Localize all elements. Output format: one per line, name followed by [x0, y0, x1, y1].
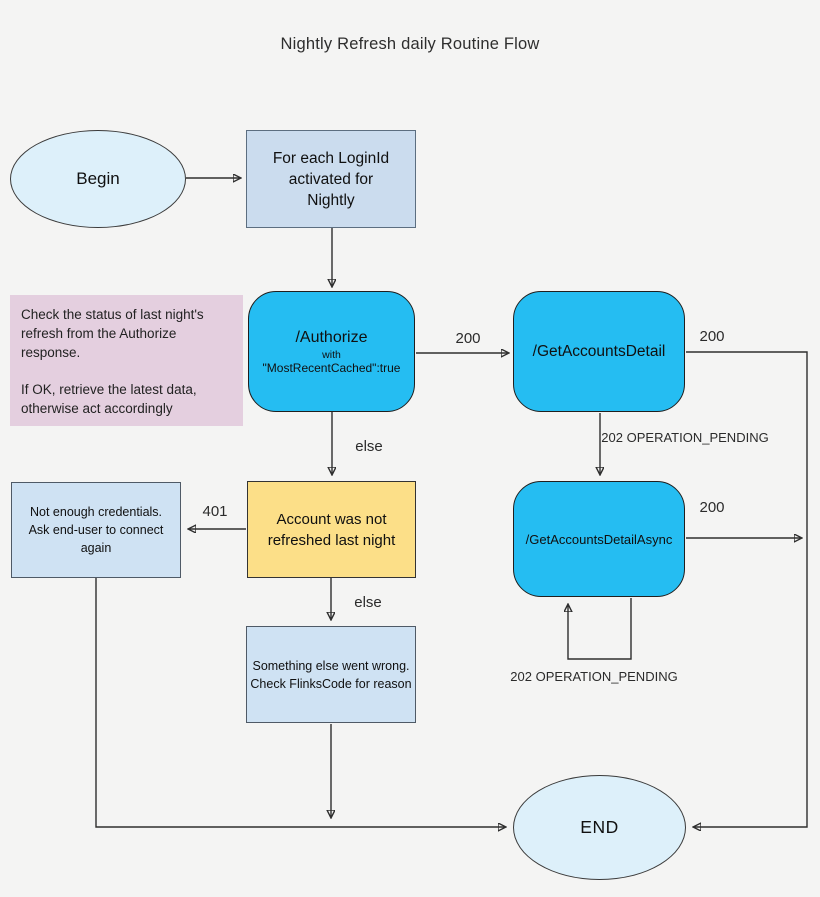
something-else-line: Check FlinksCode for reason	[250, 676, 412, 691]
foreach-line: For each LoginId	[272, 149, 390, 167]
node-not-enough-credentials: Not enough credentials. Ask end-user to …	[11, 482, 181, 578]
edge-label-202-pending-self-loop: 202 OPERATION_PENDING	[510, 668, 677, 685]
diagram-title: Nightly Refresh daily Routine Flow	[280, 35, 540, 53]
end-label: END	[580, 817, 619, 837]
getaccountsdetail-label: /GetAccountsDetail	[532, 342, 666, 360]
foreach-line: Nightly	[307, 191, 355, 209]
node-begin: Begin	[10, 130, 186, 228]
node-getaccountsdetail: /GetAccountsDetail	[513, 291, 685, 412]
note-line: If OK, retrieve the latest data,	[21, 382, 197, 397]
node-authorize: /Authorize with "MostRecentCached":true	[248, 291, 415, 412]
edge-label-200-async-end: 200	[699, 499, 725, 516]
getaccountsdetailasync-label: /GetAccountsDetailAsync	[525, 531, 673, 547]
note-line: refresh from the Authorize	[21, 326, 177, 341]
edge-label-401: 401	[202, 503, 228, 520]
edge-label-200-detail-end: 200	[699, 328, 725, 345]
authorize-sub: with	[322, 348, 341, 361]
node-not-refreshed: Account was not refreshed last night	[247, 481, 416, 578]
edge-label-202-pending-detail-async: 202 OPERATION_PENDING	[601, 429, 768, 446]
credentials-line: Not enough credentials.	[29, 505, 163, 519]
note-line: Check the status of last night's	[21, 307, 204, 322]
label-operation-pending: OPERATION_PENDING	[626, 430, 769, 445]
authorize-title: /Authorize	[295, 328, 368, 346]
note-line: response.	[21, 345, 81, 360]
label-202: 202	[601, 430, 624, 445]
node-getaccountsdetailasync: /GetAccountsDetailAsync	[513, 481, 685, 597]
not-refreshed-line: refreshed last night	[267, 531, 396, 549]
not-refreshed-line: Account was not	[276, 510, 387, 528]
credentials-line: again	[80, 541, 112, 555]
something-else-line: Something else went wrong.	[252, 658, 410, 673]
label-202: 202	[510, 669, 533, 684]
begin-label: Begin	[76, 169, 120, 188]
node-note: Check the status of last night's refresh…	[10, 295, 243, 426]
node-end: END	[513, 775, 686, 880]
edge-getaccountsdetail-to-end	[686, 351, 808, 827]
edge-label-200-authorize-detail: 200	[455, 330, 481, 347]
credentials-line: Ask end-user to connect	[28, 523, 164, 537]
note-line: otherwise act accordingly	[21, 401, 173, 416]
node-foreach-loginid: For each LoginId activated for Nightly	[246, 130, 416, 228]
node-something-else-wrong: Something else went wrong. Check FlinksC…	[246, 626, 416, 723]
foreach-line: activated for	[288, 170, 374, 188]
authorize-param: "MostRecentCached":true	[262, 360, 401, 375]
label-operation-pending: OPERATION_PENDING	[535, 669, 678, 684]
edge-async-self-loop	[568, 598, 632, 660]
edge-label-else-notrefreshed: else	[354, 594, 382, 611]
edge-label-else-authorize: else	[355, 438, 383, 455]
